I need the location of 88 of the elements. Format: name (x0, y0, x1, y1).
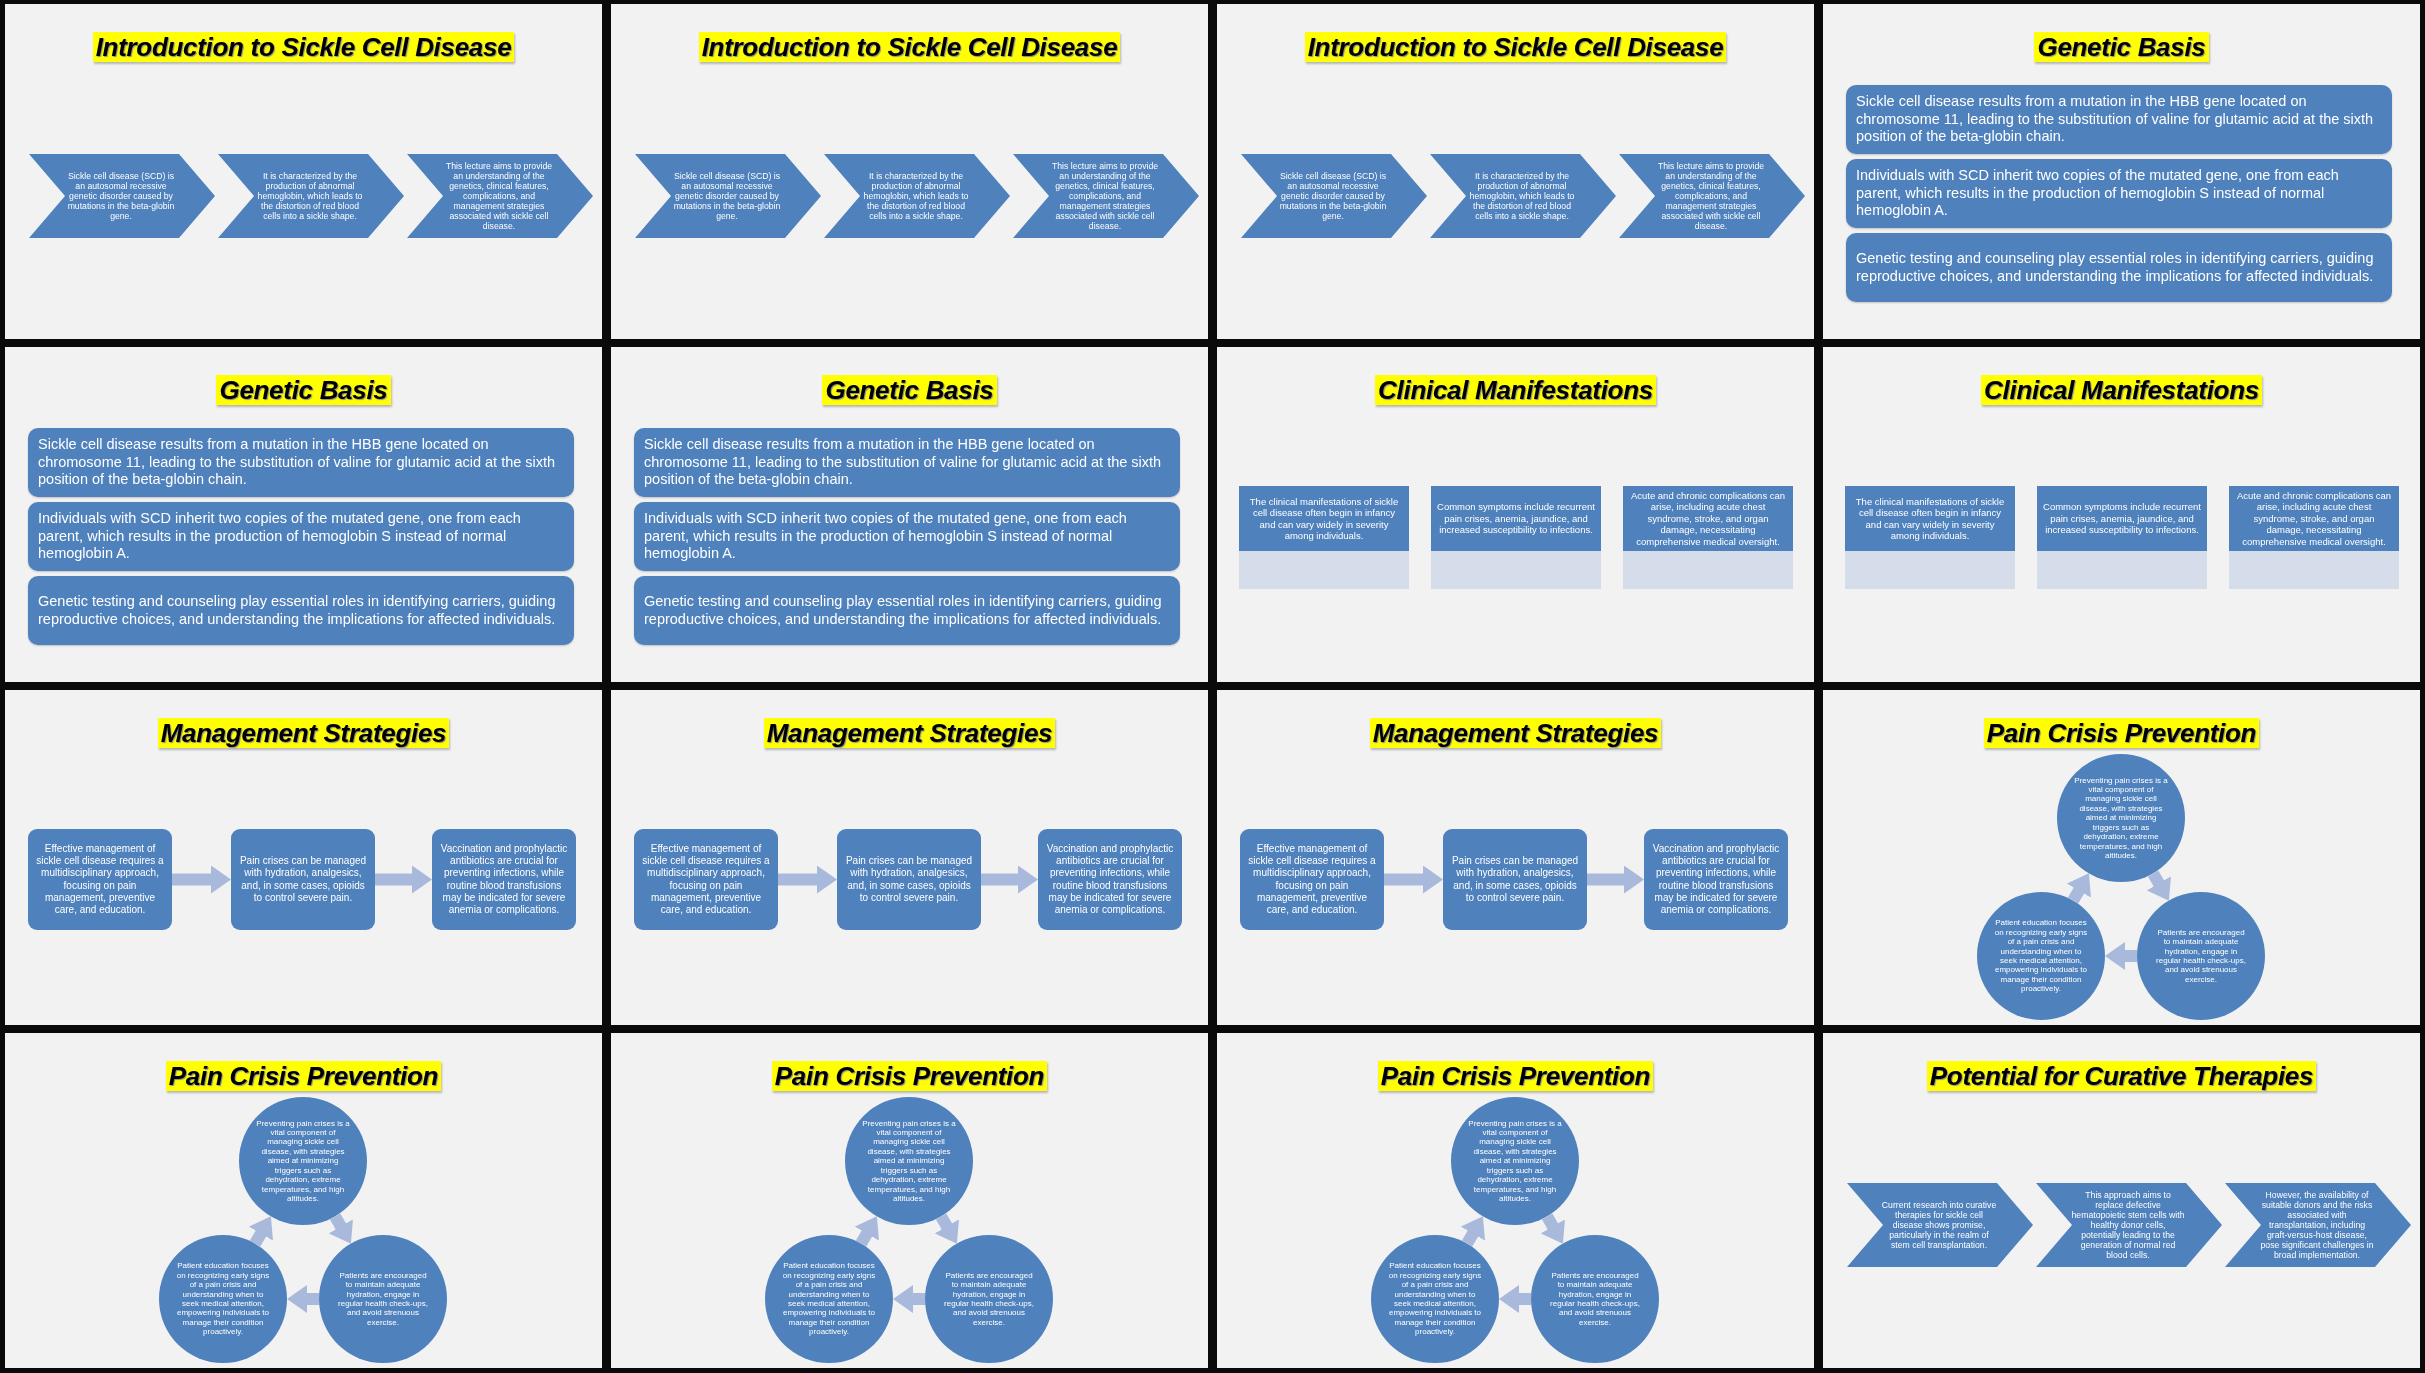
chevron-step: It is characterized by the production of abnormal hemoglobin, which leads to the distortion of red blood cells into a sickle shape. (824, 154, 1010, 238)
chevron-step: However, the availability of suitable donors and the risks associated with transplantation, including graft-versus-host disease, pose significant challenges in broad implementation. (2225, 1183, 2411, 1267)
slide-title: Introduction to Sickle Cell Disease (698, 32, 1121, 62)
slide-title: Management Strategies (1369, 718, 1662, 748)
slide-panel (5, 1033, 602, 1368)
rounded-text-box: Individuals with SCD inherit two copies of the mutated gene, one from each parent, which results in the production of hemoglobin S instead of normal hemoglobin A. (28, 502, 574, 571)
rounded-text-box: Individuals with SCD inherit two copies of the mutated gene, one from each parent, which results in the production of hemoglobin S instead of normal hemoglobin A. (634, 502, 1180, 571)
slide-panel (611, 347, 1208, 682)
rounded-text-box: Sickle cell disease results from a mutation in the HBB gene located on chromosome 11, leading to the substitution of valine for glutamic acid at the sixth position of the beta-globin chain. (1846, 85, 2392, 154)
block-arrow (2067, 873, 2090, 904)
process-box: Vaccination and prophylactic antibiotics are crucial for preventing infections, while routine blood transfusions may be indicated for severe anemia or complications. (1038, 829, 1182, 930)
block-arrow (1461, 1216, 1484, 1247)
text-card: Common symptoms include recurrent pain crises, anemia, jaundice, and increased susceptibility to infections. (1431, 486, 1601, 589)
block-arrow (2147, 870, 2170, 901)
block-arrow (935, 1213, 958, 1244)
slide-panel (1823, 690, 2420, 1025)
slide-panel (611, 4, 1208, 339)
circle-node: Preventing pain crises is a vital component of managing sickle cell disease, with strategies aimed at minimizing triggers such as dehydration, extreme temperatures, and high altitudes. (845, 1097, 973, 1225)
slide-title: Clinical Manifestations (1981, 375, 2262, 405)
slide-panel (611, 690, 1208, 1025)
rounded-text-box: Sickle cell disease results from a mutation in the HBB gene located on chromosome 11, leading to the substitution of valine for glutamic acid at the sixth position of the beta-globin chain. (28, 428, 574, 497)
slide-panel (5, 347, 602, 682)
slide-panel (1217, 1033, 1814, 1368)
process-box: Pain crises can be managed with hydration, analgesics, and, in some cases, opioids to control severe pain. (1443, 829, 1587, 930)
process-box: Effective management of sickle cell disease requires a multidisciplinary approach, focusing on pain management, preventive care, and education. (634, 829, 778, 930)
block-arrow (855, 1216, 878, 1247)
circle-node: Patient education focuses on recognizing early signs of a pain crisis and understanding when to seek medical attention, empowering individuals to manage their condition proactively. (765, 1235, 893, 1363)
slide-title: Clinical Manifestations (1375, 375, 1656, 405)
slide-panel (1823, 347, 2420, 682)
slide-title: Potential for Curative Therapies (1926, 1061, 2317, 1091)
process-box: Effective management of sickle cell disease requires a multidisciplinary approach, focusing on pain management, preventive care, and education. (1240, 829, 1384, 930)
slide-panel (611, 1033, 1208, 1368)
slide-panel (5, 690, 602, 1025)
circle-node: Preventing pain crises is a vital component of managing sickle cell disease, with strategies aimed at minimizing triggers such as dehydration, extreme temperatures, and high altitudes. (2057, 754, 2185, 882)
slide-panel (1217, 690, 1814, 1025)
text-card: The clinical manifestations of sickle cell disease often begin in infancy and can vary widely in severity among individuals. (1239, 486, 1409, 589)
block-arrow (329, 1213, 352, 1244)
circle-node: Patients are encouraged to maintain adequate hydration, engage in regular health check-ups, and avoid strenuous exercise. (2137, 892, 2265, 1020)
text-card: Acute and chronic complications can arise, including acute chest syndrome, stroke, and organ damage, necessitating comprehensive medical oversight. (2229, 486, 2399, 589)
chevron-step: Sickle cell disease (SCD) is an autosomal recessive genetic disorder caused by mutations in the beta-globin gene. (1241, 154, 1427, 238)
circle-node: Patient education focuses on recognizing early signs of a pain crisis and understanding when to seek medical attention, empowering individuals to manage their condition proactively. (1371, 1235, 1499, 1363)
process-box: Pain crises can be managed with hydration, analgesics, and, in some cases, opioids to control severe pain. (231, 829, 375, 930)
chevron-step: This lecture aims to provide an understanding of the genetics, clinical features, complications, and management strategies associated with sickle cell disease. (1619, 154, 1805, 238)
chevron-step: Current research into curative therapies for sickle cell disease shows promise, particularly in the realm of stem cell transplantation. (1847, 1183, 2033, 1267)
slide-title: Pain Crisis Prevention (165, 1061, 442, 1091)
block-arrow (1541, 1213, 1564, 1244)
slide-title: Pain Crisis Prevention (1983, 718, 2260, 748)
slide-panel (1823, 1033, 2420, 1368)
circle-node: Preventing pain crises is a vital component of managing sickle cell disease, with strategies aimed at minimizing triggers such as dehydration, extreme temperatures, and high altitudes. (239, 1097, 367, 1225)
circle-node: Patient education focuses on recognizing early signs of a pain crisis and understanding when to seek medical attention, empowering individuals to manage their condition proactively. (159, 1235, 287, 1363)
slide-title: Pain Crisis Prevention (1377, 1061, 1654, 1091)
chevron-step: This lecture aims to provide an understanding of the genetics, clinical features, complications, and management strategies associated with sickle cell disease. (1013, 154, 1199, 238)
circle-node: Patient education focuses on recognizing early signs of a pain crisis and understanding when to seek medical attention, empowering individuals to manage their condition proactively. (1977, 892, 2105, 1020)
process-box: Effective management of sickle cell disease requires a multidisciplinary approach, focusing on pain management, preventive care, and education. (28, 829, 172, 930)
chevron-step: It is characterized by the production of abnormal hemoglobin, which leads to the distortion of red blood cells into a sickle shape. (1430, 154, 1616, 238)
slide-title: Genetic Basis (822, 375, 997, 405)
circle-node: Patients are encouraged to maintain adequate hydration, engage in regular health check-ups, and avoid strenuous exercise. (1531, 1235, 1659, 1363)
slide-title: Genetic Basis (2034, 32, 2209, 62)
text-card: Acute and chronic complications can arise, including acute chest syndrome, stroke, and organ damage, necessitating comprehensive medical oversight. (1623, 486, 1793, 589)
slide-panel (1823, 4, 2420, 339)
rounded-text-box: Genetic testing and counseling play essential roles in identifying carriers, guiding reproductive choices, and understanding the implications for affected individuals. (1846, 233, 2392, 302)
slide-title: Management Strategies (157, 718, 450, 748)
chevron-step: This approach aims to replace defective hematopoietic stem cells with healthy donor cells, potentially leading to the generation of normal red blood cells. (2036, 1183, 2222, 1267)
rounded-text-box: Genetic testing and counseling play essential roles in identifying carriers, guiding reproductive choices, and understanding the implications for affected individuals. (28, 576, 574, 645)
text-card: The clinical manifestations of sickle cell disease often begin in infancy and can vary widely in severity among individuals. (1845, 486, 2015, 589)
slide-panel (1217, 347, 1814, 682)
chevron-step: Sickle cell disease (SCD) is an autosomal recessive genetic disorder caused by mutations in the beta-globin gene. (29, 154, 215, 238)
circle-node: Patients are encouraged to maintain adequate hydration, engage in regular health check-ups, and avoid strenuous exercise. (925, 1235, 1053, 1363)
circle-node: Patients are encouraged to maintain adequate hydration, engage in regular health check-ups, and avoid strenuous exercise. (319, 1235, 447, 1363)
slide-title: Pain Crisis Prevention (771, 1061, 1048, 1091)
chevron-step: It is characterized by the production of abnormal hemoglobin, which leads to the distortion of red blood cells into a sickle shape. (218, 154, 404, 238)
process-box: Pain crises can be managed with hydration, analgesics, and, in some cases, opioids to control severe pain. (837, 829, 981, 930)
circle-node: Preventing pain crises is a vital component of managing sickle cell disease, with strategies aimed at minimizing triggers such as dehydration, extreme temperatures, and high altitudes. (1451, 1097, 1579, 1225)
block-arrow (249, 1216, 272, 1247)
rounded-text-box: Individuals with SCD inherit two copies of the mutated gene, one from each parent, which results in the production of hemoglobin S instead of normal hemoglobin A. (1846, 159, 2392, 228)
slide-title: Introduction to Sickle Cell Disease (92, 32, 515, 62)
rounded-text-box: Genetic testing and counseling play essential roles in identifying carriers, guiding reproductive choices, and understanding the implications for affected individuals. (634, 576, 1180, 645)
slide-panel (1217, 4, 1814, 339)
process-box: Vaccination and prophylactic antibiotics are crucial for preventing infections, while routine blood transfusions may be indicated for severe anemia or complications. (432, 829, 576, 930)
text-card: Common symptoms include recurrent pain crises, anemia, jaundice, and increased susceptibility to infections. (2037, 486, 2207, 589)
slide-title: Genetic Basis (216, 375, 391, 405)
rounded-text-box: Sickle cell disease results from a mutation in the HBB gene located on chromosome 11, leading to the substitution of valine for glutamic acid at the sixth position of the beta-globin chain. (634, 428, 1180, 497)
slide-panel (5, 4, 602, 339)
chevron-step: This lecture aims to provide an understanding of the genetics, clinical features, complications, and management strategies associated with sickle cell disease. (407, 154, 593, 238)
chevron-step: Sickle cell disease (SCD) is an autosomal recessive genetic disorder caused by mutations in the beta-globin gene. (635, 154, 821, 238)
process-box: Vaccination and prophylactic antibiotics are crucial for preventing infections, while routine blood transfusions may be indicated for severe anemia or complications. (1644, 829, 1788, 930)
slide-title: Management Strategies (763, 718, 1056, 748)
slide-title: Introduction to Sickle Cell Disease (1304, 32, 1727, 62)
